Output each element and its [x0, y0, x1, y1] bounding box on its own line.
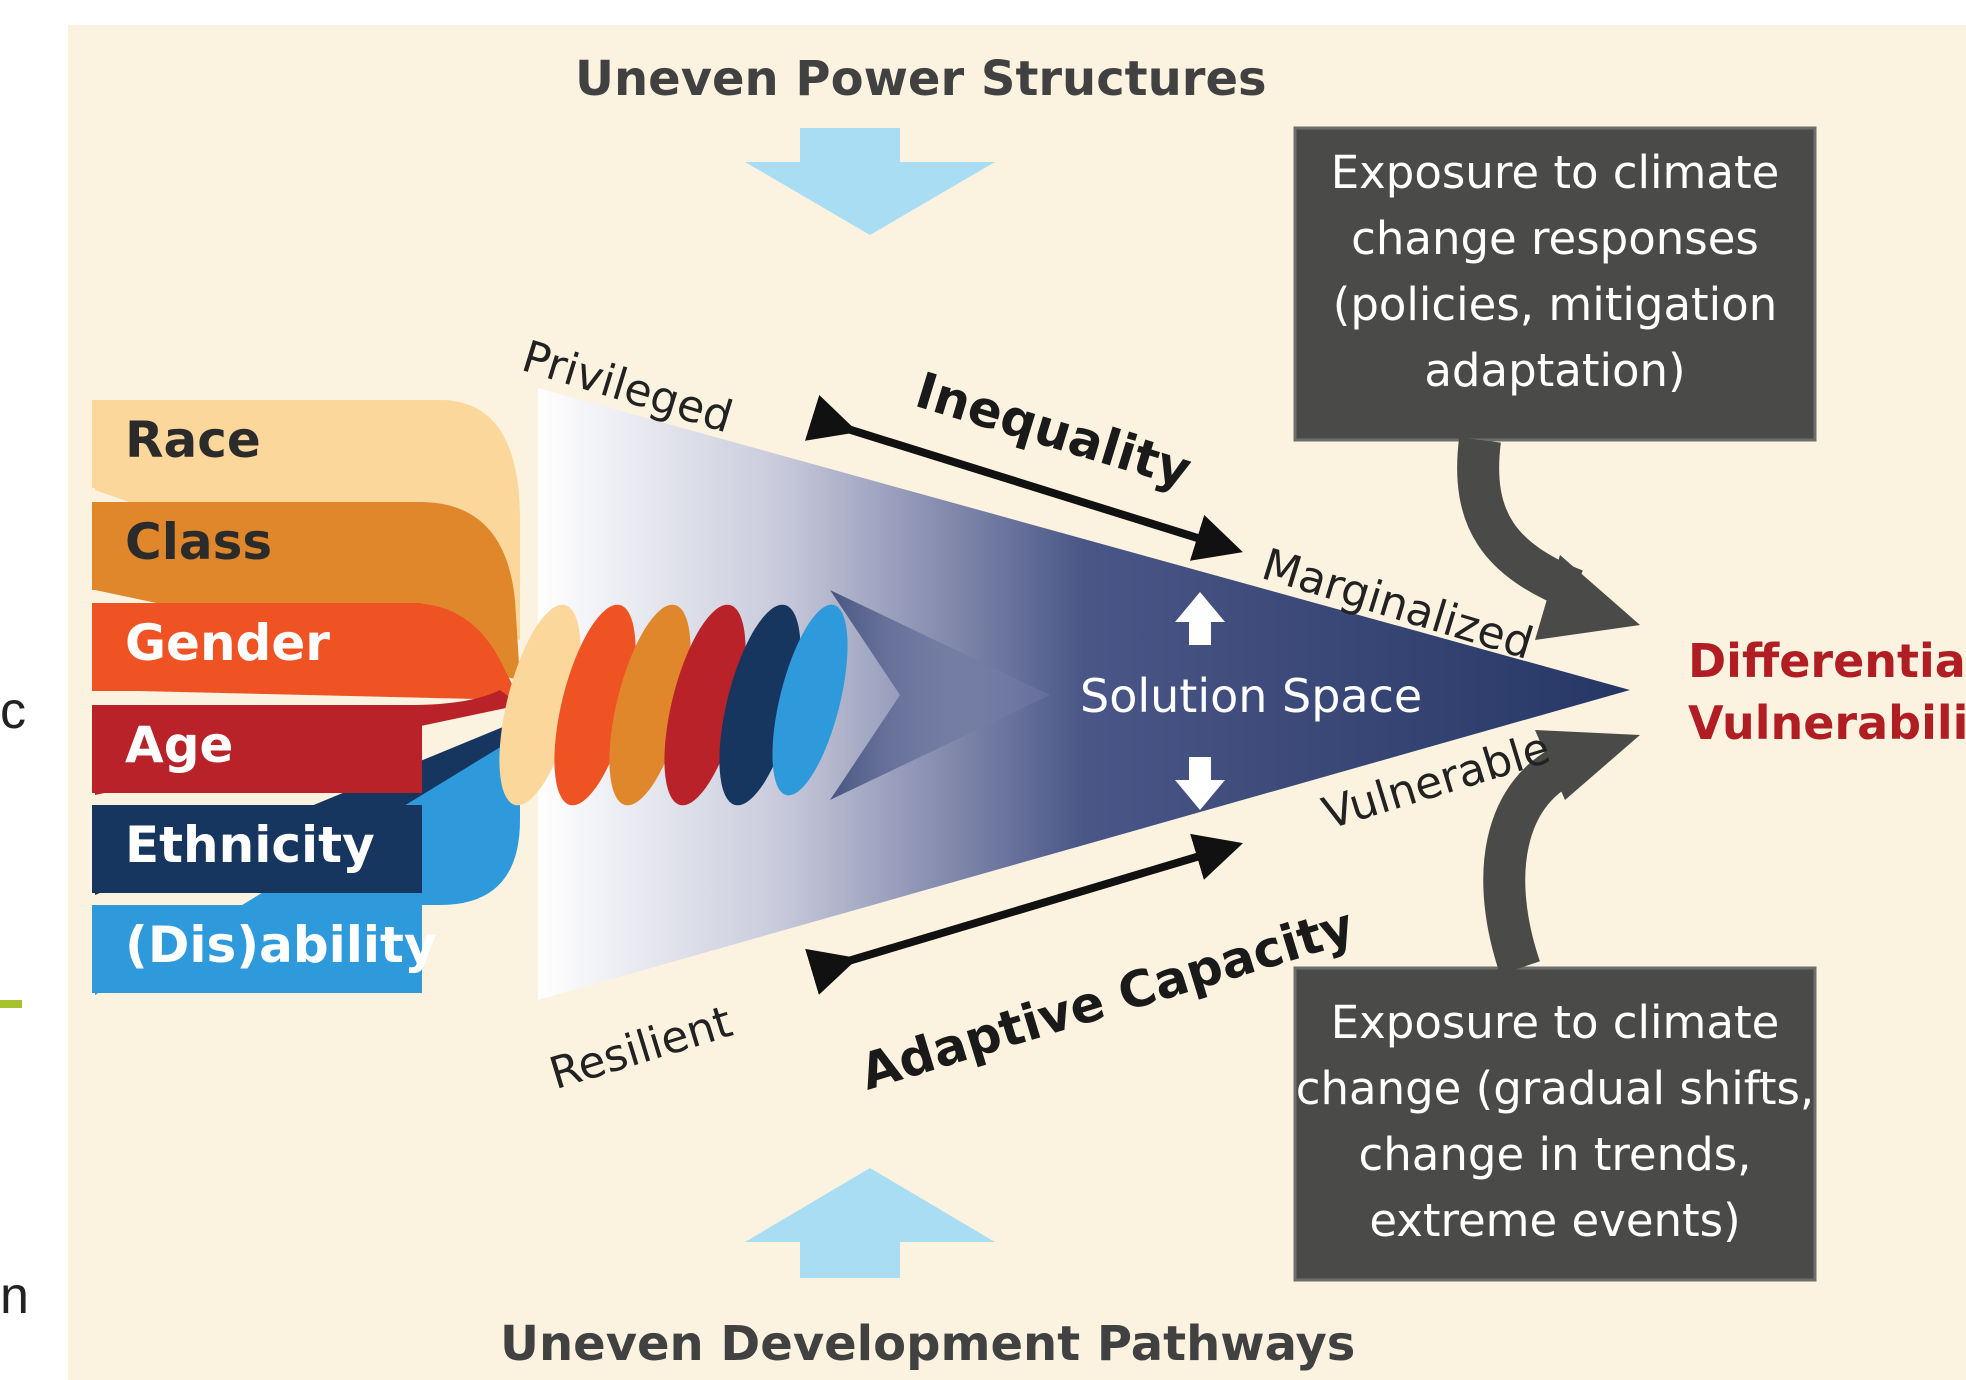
bottom-box-line: Exposure to climate	[1330, 996, 1780, 1049]
top-box-line: Exposure to climate	[1330, 146, 1780, 199]
inequality-arrow	[804, 394, 1243, 561]
bottom-exposure-box	[1293, 966, 1817, 1282]
bottom-curved-arrow	[1483, 740, 1584, 975]
outcome-vulnerability: Vulnerability	[1688, 696, 1966, 750]
bottom-blue-arrow	[745, 1168, 995, 1278]
left-fragment-letter-n: n	[0, 1267, 29, 1325]
top-box-line: change responses	[1351, 212, 1759, 265]
factor-label-gender: Gender	[125, 614, 330, 672]
inner-arrow-shape	[830, 590, 1050, 800]
label-solution-space: Solution Space	[1080, 669, 1423, 723]
top-curved-arrow	[1457, 437, 1584, 610]
adaptive-capacity-arrow	[805, 833, 1243, 995]
left-fragment-letter-c: c	[0, 682, 26, 740]
factor-label-age: Age	[125, 716, 234, 774]
top-box-line: adaptation)	[1424, 344, 1686, 397]
bottom-curved-arrowhead	[1535, 730, 1640, 800]
factor-bars	[92, 400, 422, 993]
down-white-arrow	[1175, 757, 1225, 810]
up-white-arrow	[1175, 592, 1225, 645]
bottom-box-line: change (gradual shifts,	[1295, 1062, 1815, 1115]
top-curved-arrowhead	[1535, 555, 1640, 640]
bottom-box-line: extreme events)	[1369, 1194, 1741, 1247]
outcome-differential: Differential	[1688, 634, 1966, 688]
bottom-label: Uneven Development Pathways	[500, 1316, 1356, 1372]
factor-label-class: Class	[125, 513, 273, 571]
factor-label-race: Race	[125, 411, 261, 469]
bottom-box-text: Exposure to climate change (gradual shif…	[1295, 990, 1815, 1254]
bottom-box-line: change in trends,	[1358, 1128, 1752, 1181]
top-box-text: Exposure to climate change responses (po…	[1295, 140, 1815, 404]
braid-twist	[499, 604, 848, 806]
factor-label-disability: (Dis)ability	[125, 916, 437, 974]
left-accent-bar	[0, 1000, 22, 1008]
top-label: Uneven Power Structures	[575, 51, 1267, 107]
top-box-line: (policies, mitigation	[1332, 278, 1778, 331]
top-blue-arrow	[745, 128, 995, 235]
factor-label-ethnicity: Ethnicity	[125, 816, 375, 874]
top-exposure-box	[1293, 126, 1817, 442]
